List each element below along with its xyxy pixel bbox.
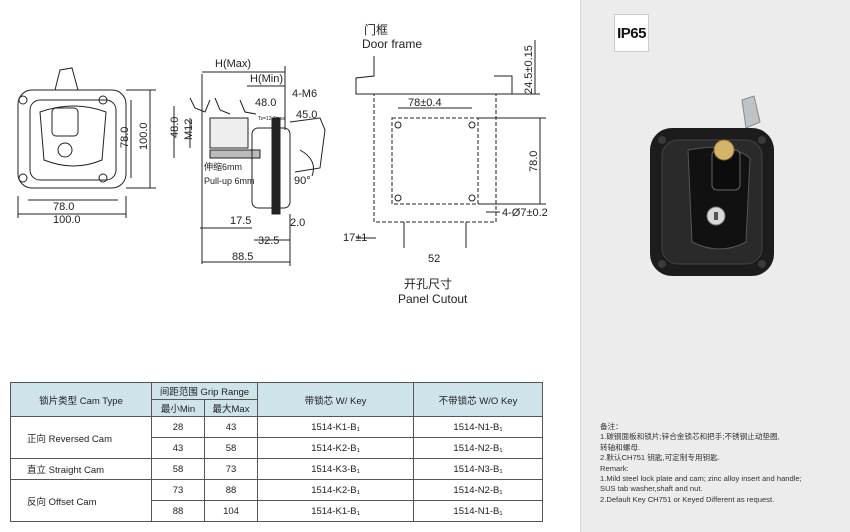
pullup-en: Pull-up 6mm xyxy=(204,176,255,186)
ip65-badge: IP65 xyxy=(614,14,649,52)
dim-holes: 4-Ø7±0.2 xyxy=(502,207,548,219)
cell-without-key: 1514-N1-B₁ xyxy=(413,500,543,522)
dim-52: 52 xyxy=(428,253,440,265)
cell-with-key: 1514-K2-B₁ xyxy=(257,437,414,459)
note-line: 1.Mild steel lock plate and cam; zinc al… xyxy=(600,474,802,484)
note-line: 备注： xyxy=(600,422,623,431)
table-row: 直立 Straight Cam 58 73 1514-K3-B₁ 1514-N3… xyxy=(10,458,543,480)
cell-with-key: 1514-K3-B₁ xyxy=(257,458,414,480)
note-line: 1.碳钢面板和锁片;锌合金锁芯和把手;不锈钢止动垫圈, xyxy=(600,432,780,442)
cell-max: 104 xyxy=(204,500,258,522)
dim-24-5: 24.5±0.15 xyxy=(523,45,535,94)
front-height-inner: 78.0 xyxy=(119,127,131,148)
header-without-key: 不带锁芯 W/O Key xyxy=(413,382,543,417)
dim-h-max: H(Max) xyxy=(215,58,251,70)
cell-max: 58 xyxy=(204,437,258,459)
dim-88-5: 88.5 xyxy=(232,251,253,263)
note-line: 2.Default Key CH751 or Keyed Different a… xyxy=(600,494,775,504)
header-max: 最大Max xyxy=(204,399,258,417)
note-line: 转轴和螺母. xyxy=(600,442,641,452)
note-line: Remark: xyxy=(600,463,629,473)
cell-without-key: 1514-N1-B₁ xyxy=(413,416,543,438)
dim-78-v: 78.0 xyxy=(528,151,540,172)
technical-drawing-panel: 78.0 100.0 78.0 100.0 H(Max) H(Min) 48.0… xyxy=(10,22,548,522)
cell-without-key: 1514-N2-B₁ xyxy=(413,437,543,459)
panel-cutout-en: Panel Cutout xyxy=(398,292,468,306)
header-min: 最小Min xyxy=(151,399,205,417)
table-row: 43 58 1514-K2-B₁ 1514-N2-B₁ xyxy=(11,437,543,459)
cell-min: 43 xyxy=(151,437,205,459)
cell-cam: 直立 Straight Cam xyxy=(10,458,152,480)
pullup-cn: 伸缩6mm xyxy=(204,161,242,172)
product-photo xyxy=(650,95,774,276)
front-height-outer: 100.0 xyxy=(138,122,150,150)
dim-m12: M12 xyxy=(183,119,195,140)
cell-cam: 反向 Offset Cam xyxy=(10,479,152,522)
dim-angle: 90° xyxy=(294,175,311,187)
dim-17: 17±1 xyxy=(343,232,367,244)
header-with-key: 带锁芯 W/ Key xyxy=(257,382,414,417)
dim-32-5: 32.5 xyxy=(258,235,279,247)
cell-max: 73 xyxy=(204,458,258,480)
front-width-outer: 100.0 xyxy=(53,214,81,226)
table-row: 反向 Offset Cam 73 88 1514-K2-B₁ 1514-N2-B… xyxy=(10,479,543,522)
header-cam-type: 锁片类型 Cam Type xyxy=(10,382,152,417)
cell-max: 88 xyxy=(204,479,258,501)
table-row: 正向 Reversed Cam 28 43 1514-K1-B₁ 1514-N1… xyxy=(10,416,543,459)
cutout-view xyxy=(355,40,546,248)
dim-17-5: 17.5 xyxy=(230,215,251,227)
panel-cutout-cn: 开孔尺寸 xyxy=(404,277,452,291)
table-row: 88 104 1514-K1-B₁ 1514-N1-B₁ xyxy=(11,500,543,522)
technical-drawing: 78.0 100.0 78.0 100.0 H(Max) H(Min) 48.0… xyxy=(17,22,548,306)
cell-with-key: 1514-K2-B₁ xyxy=(257,479,414,501)
cell-max: 43 xyxy=(204,416,258,438)
dim-12-7: Ts=12.7max xyxy=(258,116,286,122)
cell-with-key: 1514-K1-B₁ xyxy=(257,416,414,438)
dim-m6: 4-M6 xyxy=(292,88,317,100)
note-line: SUS tab washer,shaft and nut. xyxy=(600,484,703,494)
cell-min: 88 xyxy=(151,500,205,522)
cell-without-key: 1514-N3-B₁ xyxy=(413,458,543,480)
dim-2-0: 2.0 xyxy=(290,217,305,229)
front-width-inner: 78.0 xyxy=(53,201,74,213)
dim-45: 45.0 xyxy=(296,109,317,121)
cell-min: 58 xyxy=(151,458,205,480)
door-frame-cn: 门框 xyxy=(364,22,388,37)
door-frame-en: Door frame xyxy=(362,37,422,51)
front-view xyxy=(17,67,156,218)
header-grip-range: 间距范围 Grip Range xyxy=(151,382,258,400)
cell-cam: 正向 Reversed Cam xyxy=(10,416,152,459)
spec-table: 锁片类型 Cam Type 间距范围 Grip Range 带锁芯 W/ Key… xyxy=(10,382,543,522)
cell-without-key: 1514-N2-B₁ xyxy=(413,479,543,501)
notes: 备注： 1.碳钢面板和锁片;锌合金锁芯和把手;不锈钢止动垫圈, 转轴和螺母. 2… xyxy=(600,422,840,505)
cell-min: 28 xyxy=(151,416,205,438)
cell-min: 73 xyxy=(151,479,205,501)
dim-48-left: 48.0 xyxy=(169,117,181,138)
cell-with-key: 1514-K1-B₁ xyxy=(257,500,414,522)
dim-78-h: 78±0.4 xyxy=(408,97,442,109)
note-line: 2.默认CH751 钥匙,可定制专用钥匙. xyxy=(600,453,720,463)
dim-48-top: 48.0 xyxy=(255,97,276,109)
dim-h-min: H(Min) xyxy=(250,73,283,85)
side-view xyxy=(173,66,326,266)
